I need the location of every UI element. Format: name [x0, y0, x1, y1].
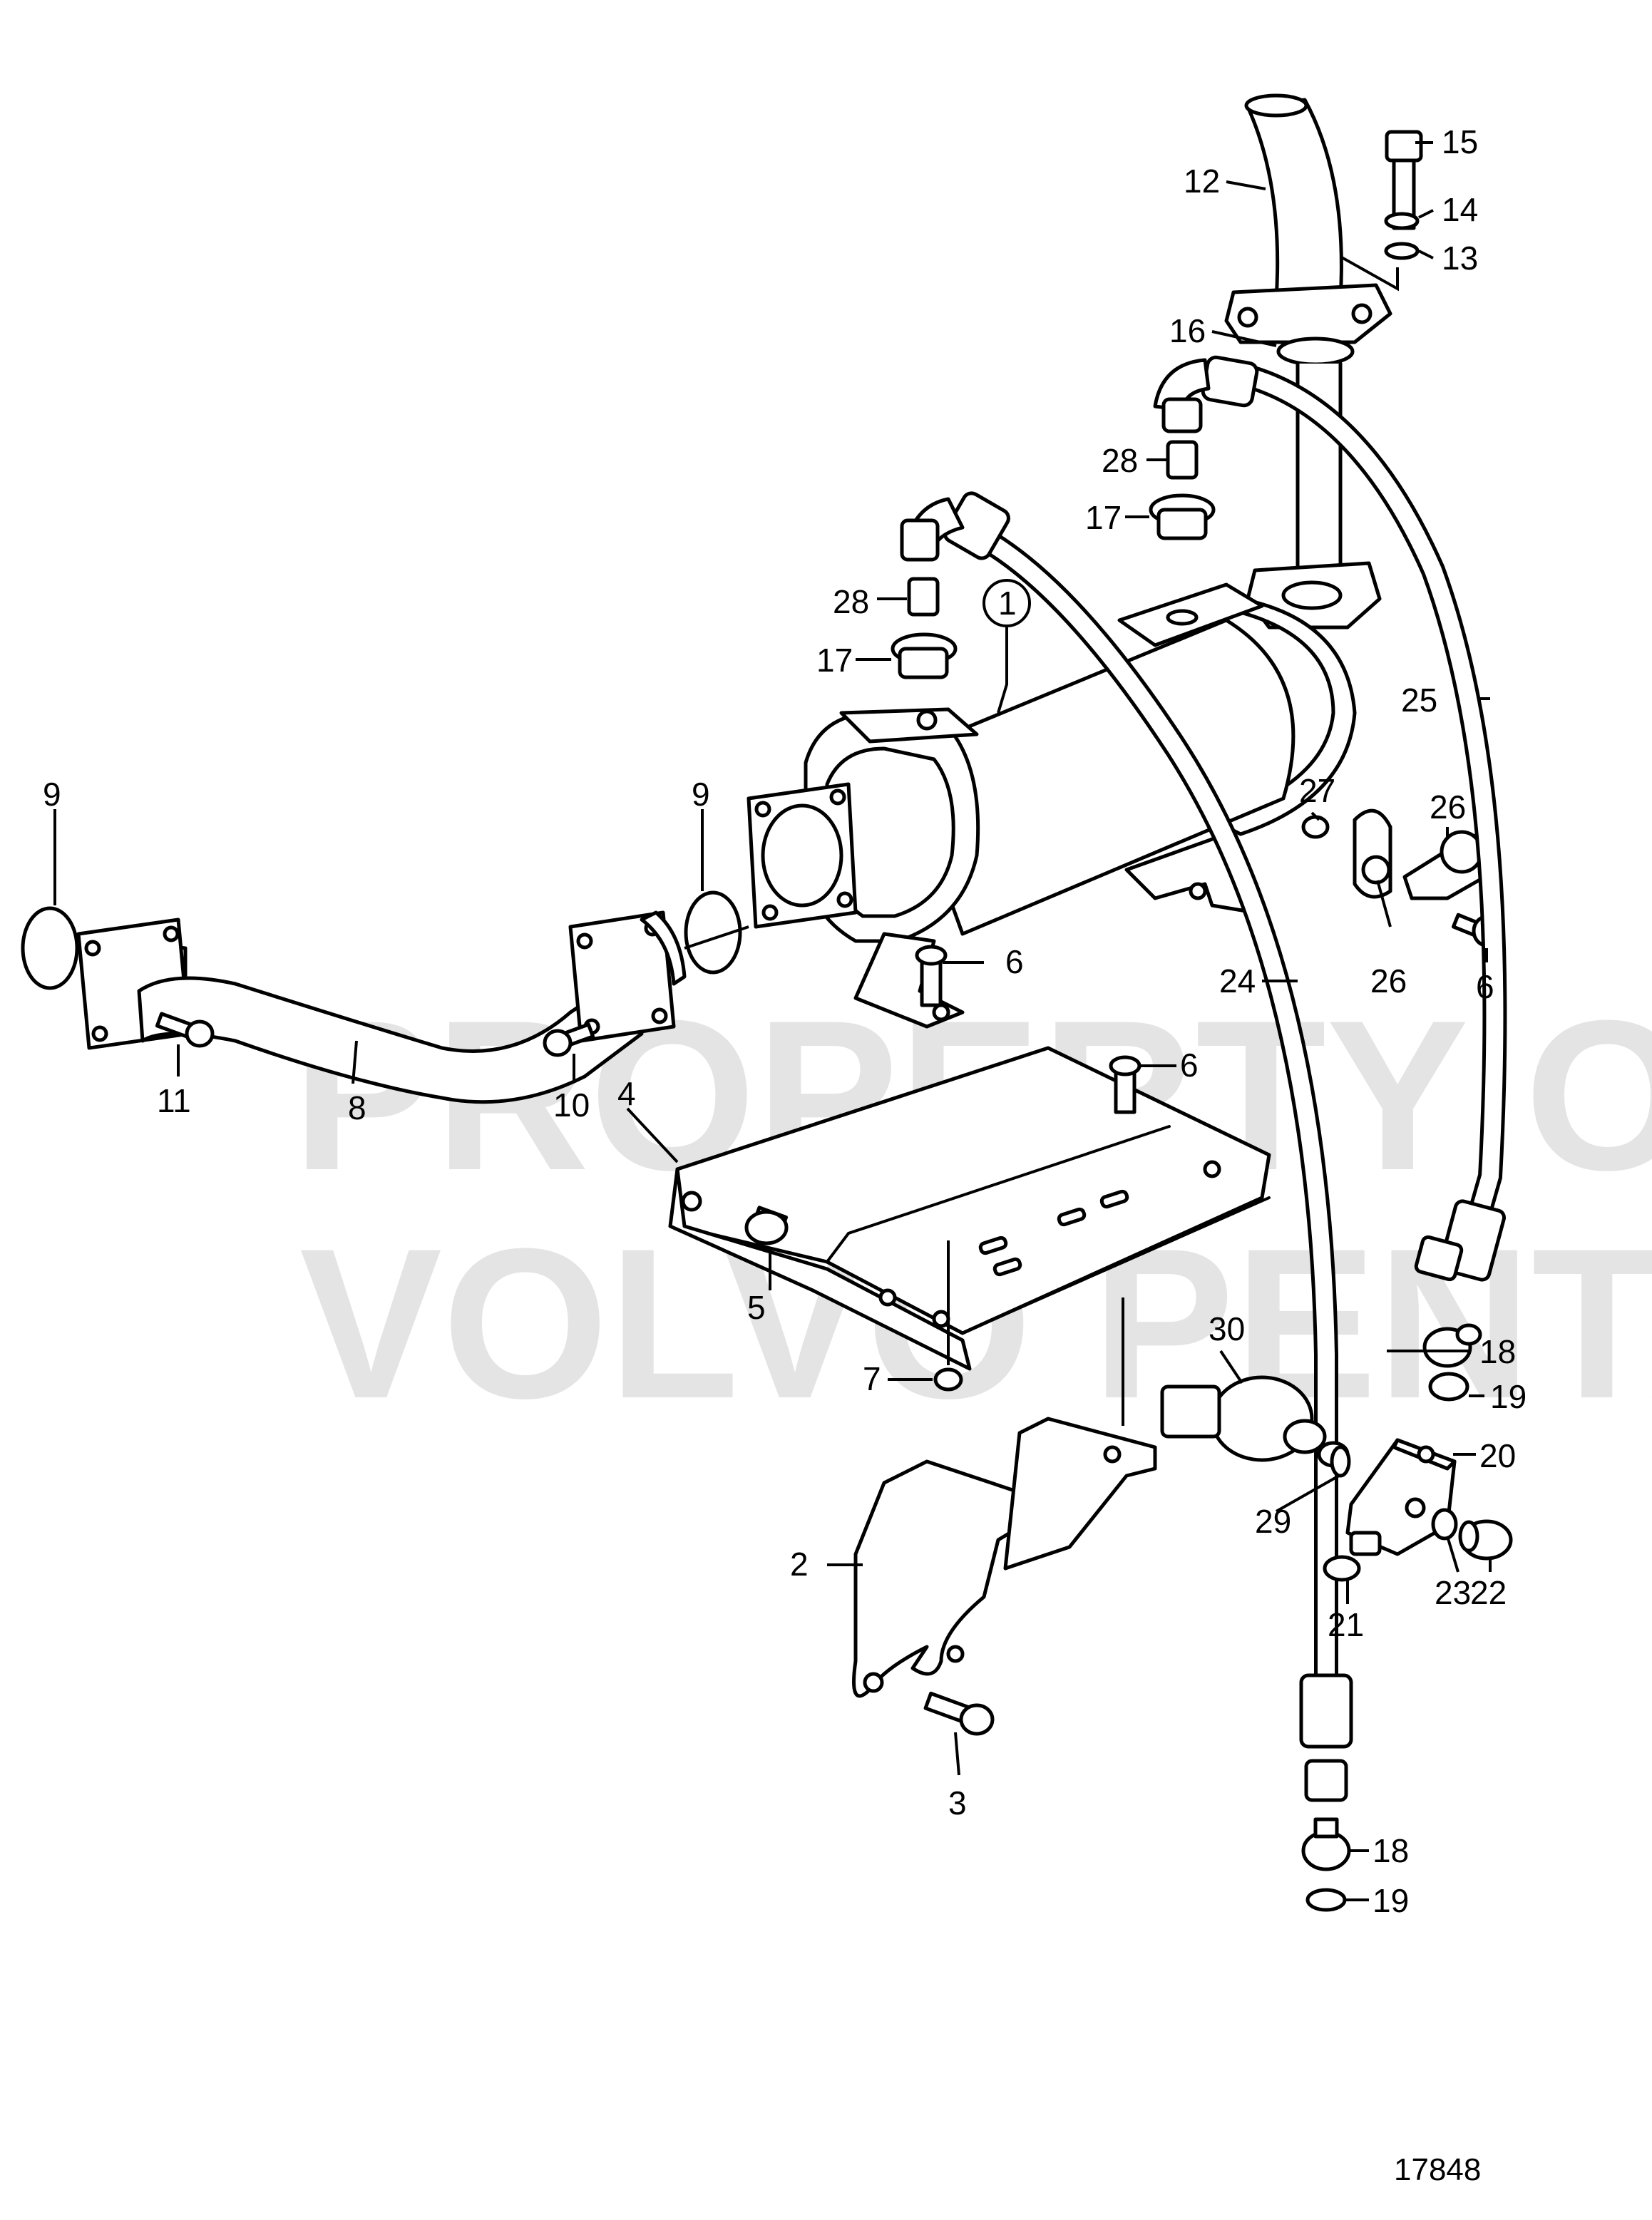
pressure-sensor [1160, 1375, 1350, 1468]
distribution-block [1345, 1438, 1457, 1556]
callout-22: 22 [1470, 1574, 1507, 1611]
nut-7 [933, 1367, 963, 1392]
drawing-reference-number: 17848 [1394, 2152, 1481, 2187]
callout-28-upper: 28 [1102, 442, 1138, 479]
bolt-and-washers [1384, 130, 1423, 260]
connecting-pipe [76, 910, 687, 1104]
callout-15: 15 [1442, 123, 1478, 160]
callout-19-upper: 19 [1490, 1378, 1527, 1415]
leader-lines [53, 141, 1492, 1901]
callout-6-right: 6 [1476, 968, 1494, 1005]
callout-27: 27 [1299, 772, 1335, 809]
callout-10: 10 [553, 1086, 590, 1124]
o-ring-left [21, 906, 79, 990]
callout-14: 14 [1442, 191, 1478, 228]
washer-19-upper [1428, 1372, 1469, 1402]
hose-24 [900, 491, 1353, 1802]
callout-12: 12 [1184, 163, 1220, 200]
sensor-washer [1330, 1445, 1351, 1478]
callout-25: 25 [1401, 682, 1437, 719]
callout-2: 2 [790, 1546, 809, 1583]
callout-29: 29 [1255, 1503, 1291, 1540]
callout-17-upper: 17 [1085, 499, 1122, 536]
callout-11: 11 [157, 1082, 191, 1119]
callout-20: 20 [1479, 1437, 1516, 1474]
bolt-11 [155, 1012, 215, 1048]
support-bracket [852, 1417, 1157, 1698]
adapter-18-upper [1422, 1323, 1482, 1368]
hose-25 [1153, 355, 1507, 1282]
callout-17-lower: 17 [816, 642, 853, 679]
callout-16: 16 [1169, 312, 1206, 349]
callout-6-upper: 6 [1005, 943, 1024, 980]
callout-24: 24 [1219, 962, 1256, 999]
callout-13: 13 [1442, 240, 1478, 277]
inlet-flange [747, 782, 858, 929]
washer-23 [1431, 1508, 1458, 1541]
o-ring-right [684, 890, 742, 975]
callout-28-lower: 28 [833, 583, 869, 620]
bolt-10 [543, 1022, 595, 1057]
callout-18-lower: 18 [1373, 1832, 1409, 1869]
callout-8: 8 [348, 1089, 366, 1126]
bolt-6-upper [915, 945, 948, 1007]
callout-7: 7 [863, 1360, 881, 1397]
callout-4: 4 [617, 1075, 636, 1112]
callout-9-left: 9 [43, 776, 61, 813]
washer-21 [1323, 1555, 1361, 1582]
callout-1: 1 [998, 585, 1017, 622]
callouts: 1 2 3 4 5 6 6 6 7 8 9 9 10 11 12 13 14 1… [43, 123, 1527, 1919]
callout-19-lower: 19 [1373, 1882, 1409, 1919]
callout-30: 30 [1209, 1310, 1245, 1347]
callout-26-lower: 26 [1370, 962, 1407, 999]
bolt-6-middle [1109, 1055, 1141, 1114]
mounting-plate [668, 1046, 1271, 1371]
callout-5: 5 [747, 1289, 766, 1326]
bolt-5 [744, 1206, 789, 1245]
exhaust-elbow-pipe [1224, 93, 1392, 344]
callout-26-upper: 26 [1430, 788, 1466, 826]
callout-18-upper: 18 [1479, 1333, 1516, 1370]
callout-3: 3 [948, 1784, 967, 1821]
callout-23: 23 [1435, 1574, 1471, 1611]
fitting-set-lower [891, 577, 958, 679]
fitting-set-upper [1149, 440, 1216, 540]
callout-6-middle: 6 [1180, 1047, 1199, 1084]
hose-clamps [1301, 808, 1499, 900]
adapter-18-lower [1301, 1817, 1351, 1871]
callout-21: 21 [1328, 1606, 1364, 1643]
bolt-3 [923, 1691, 995, 1736]
gasket-ring [1276, 336, 1355, 366]
callout-9-right: 9 [692, 776, 710, 813]
plug-22 [1458, 1519, 1513, 1561]
washer-19-lower [1305, 1888, 1347, 1912]
